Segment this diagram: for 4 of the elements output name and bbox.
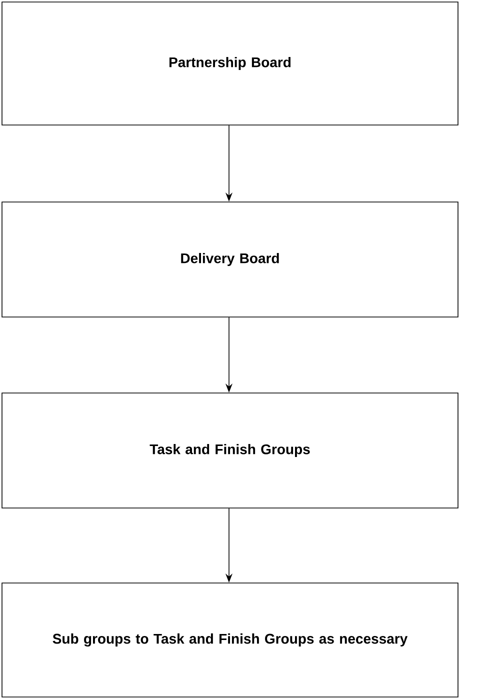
process-box: Sub groups to Task and Finish Groups as necessary [2,582,458,698]
process-box: Partnership Board [2,2,458,126]
process-box: Task and Finish Groups [2,392,458,508]
process-box: Delivery Board [2,202,458,318]
